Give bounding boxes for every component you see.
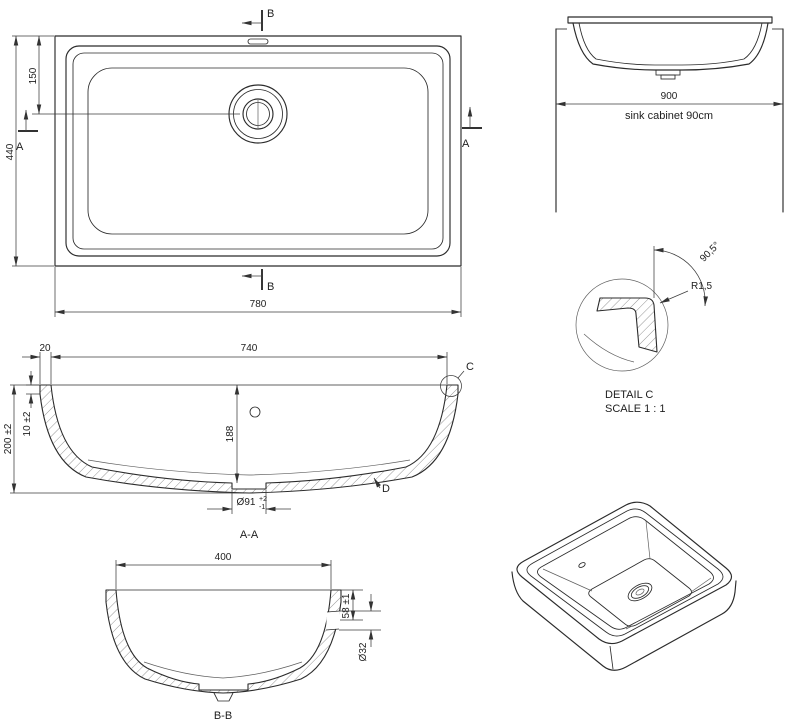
drain-fitting [655,69,681,76]
section-bb-body [105,589,342,694]
cabinet-view: 900 sink cabinet 90cm [555,16,784,213]
iso-body-silhouette [511,571,737,671]
section-marker-b-bottom: B [241,269,274,293]
dim-400-label: 400 [215,552,232,563]
dim-drain-91: Ø91 +2 -1 [207,490,291,514]
overflow-slot [247,38,269,45]
dim-188: 188 [225,384,240,484]
cabinet-caption: sink cabinet 90cm [625,110,713,122]
section-aa-caption: A-A [240,529,259,541]
dim-440-label: 440 [5,143,16,160]
dim-900-label: 900 [661,91,678,102]
dim-58-label: 58 ±1 [341,593,352,618]
dim-440: 440 [5,35,54,267]
detail-d-marker: D [373,477,390,495]
dim-150-label: 150 [28,67,39,84]
section-bb-caption: B-B [214,710,232,722]
overflow-hole-aa [249,406,261,418]
detail-d-marker-label: D [382,483,390,495]
sink-profile [567,16,773,80]
iso-rim-inner-edge [526,508,724,637]
drain-boss-bb [213,692,234,702]
dim-32: Ø32 [339,594,381,661]
plan-geometry [54,35,462,267]
dim-740: 740 [50,343,448,384]
dim-91-tol-plus: +2 [259,496,267,503]
dim-780-label: 780 [250,299,267,310]
section-a-label-right: A [462,138,470,150]
detail-scale: SCALE 1 : 1 [605,403,666,415]
dim-58: 58 ±1 [340,589,363,621]
far-wall-floor-line-bb [143,661,303,679]
iso-outer-rim [516,501,733,645]
bowl-floor-edge [87,67,429,235]
dim-150: 150 [28,35,240,115]
sink-rim-inner [72,52,444,250]
dim-angle: 90,5° [653,240,722,307]
detail-c-view: 90,5° R1,5 DETAIL C SCALE 1 : 1 [575,240,722,415]
section-marker-b-top: B [241,8,274,31]
far-wall-floor-line [87,459,411,476]
bowl-curve-line [583,333,635,363]
dim-radius-label: R1,5 [691,281,713,292]
dim-188-label: 188 [225,425,236,442]
dim-91-tol-minus: -1 [259,504,265,511]
dim-400: 400 [115,552,332,589]
section-b-label-bottom: B [267,281,274,293]
plan-view: 440 150 780 B B A [5,8,482,317]
detail-title: DETAIL C [605,389,653,401]
section-marker-a-right: A [462,106,482,150]
dim-32-label: Ø32 [358,642,369,661]
dim-20: 20 [22,343,51,384]
iso-overflow-hole [578,562,586,568]
detail-boundary [575,278,669,372]
section-a-label-left: A [16,141,24,153]
rim-cross-section [596,297,658,353]
section-aa-body [39,384,459,494]
section-b-label-top: B [267,8,274,20]
dim-780: 780 [54,267,462,317]
section-aa-view: 740 20 10 ±2 200 ±2 188 [3,343,474,541]
dim-200-label: 200 ±2 [3,423,14,454]
iso-bowl-bottom [588,558,692,627]
dim-angle-label: 90,5° [698,240,722,264]
isometric-view [511,501,737,671]
dim-740-label: 740 [241,343,258,354]
section-marker-a-left: A [16,109,38,153]
dim-radius: R1,5 [659,281,713,304]
dim-20-label: 20 [39,343,51,354]
overflow-hole-bb [325,610,341,631]
sink-outer-edge [54,35,462,267]
dim-91-label: Ø91 [237,497,256,508]
dim-900: 900 sink cabinet 90cm [555,91,784,122]
dim-200: 200 ±2 [3,384,245,494]
iso-bowl-opening [537,516,714,630]
dim-10-label: 10 ±2 [22,411,33,436]
sink-rim-outer [65,45,451,257]
detail-c-marker: C [440,361,474,397]
cabinet-sides [555,28,784,213]
section-bb-view: 400 58 ±1 Ø32 B-B [105,552,381,722]
iso-drain [627,582,653,602]
detail-c-marker-label: C [466,361,474,373]
dim-10: 10 ±2 [22,371,40,436]
